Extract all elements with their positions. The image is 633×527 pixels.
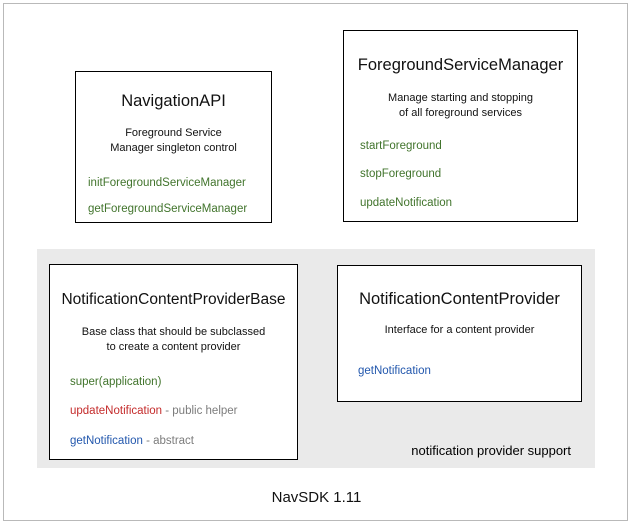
member-name: getNotification (70, 434, 143, 447)
class-box-navigation-api[interactable]: NavigationAPI Foreground Service Manager… (75, 71, 272, 223)
member-name: super(application) (70, 375, 162, 388)
member-item[interactable]: initForegroundServiceManager (88, 176, 271, 190)
member-name: updateNotification (70, 405, 163, 417)
class-description: Manage starting and stopping of all fore… (344, 91, 577, 121)
class-title: ForegroundServiceManager (357, 56, 564, 74)
member-name: updateNotification (360, 196, 453, 209)
class-title: NotificationContentProviderBase (61, 291, 286, 308)
class-description-line: Base class that should be subclassed (81, 325, 266, 338)
class-description-line: Manage starting and stopping (388, 91, 533, 104)
class-description: Foreground Service Manager singleton con… (76, 126, 271, 156)
member-list: getNotification (338, 364, 581, 378)
class-description-line: Interface for a content provider (384, 323, 535, 336)
member-item[interactable]: stopForeground (360, 168, 577, 181)
class-description: Base class that should be subclassed to … (50, 325, 297, 355)
member-item[interactable]: startForeground (360, 139, 577, 153)
member-suffix: - abstract (142, 434, 195, 447)
class-description: Interface for a content provider (338, 323, 581, 338)
member-item[interactable]: updateNotification (360, 196, 577, 210)
member-name: initForegroundServiceManager (88, 176, 246, 189)
member-name: stopForeground (360, 168, 442, 181)
member-name: getNotification (358, 364, 431, 377)
member-suffix: - public helper (162, 405, 238, 417)
member-item[interactable]: updateNotification - public helper (70, 405, 297, 418)
member-item[interactable]: getNotification - abstract (70, 434, 297, 448)
member-list: super(application) updateNotification - … (50, 375, 297, 448)
class-description-line: Foreground Service (125, 126, 222, 139)
group-panel-label: notification provider support (411, 443, 571, 458)
member-item[interactable]: getNotification (358, 364, 581, 378)
class-description-line: of all foreground services (399, 106, 522, 119)
class-title: NavigationAPI (121, 92, 226, 110)
member-item[interactable]: super(application) (70, 375, 297, 389)
member-list: initForegroundServiceManager getForegrou… (76, 176, 271, 216)
class-title: NotificationContentProvider (359, 290, 560, 308)
class-description-line: Manager singleton control (110, 141, 237, 154)
class-description-line: to create a content provider (106, 340, 241, 353)
member-name: getForegroundServiceManager (88, 203, 248, 216)
member-item[interactable]: getForegroundServiceManager (88, 203, 271, 216)
footer-version-label: NavSDK 1.11 (271, 489, 362, 506)
class-box-notification-content-provider-base[interactable]: NotificationContentProviderBase Base cla… (49, 264, 298, 460)
member-list: startForeground stopForeground updateNot… (344, 139, 577, 210)
class-box-foreground-service-manager[interactable]: ForegroundServiceManager Manage starting… (343, 30, 578, 222)
member-name: startForeground (360, 139, 442, 152)
class-box-notification-content-provider[interactable]: NotificationContentProvider Interface fo… (337, 265, 582, 402)
